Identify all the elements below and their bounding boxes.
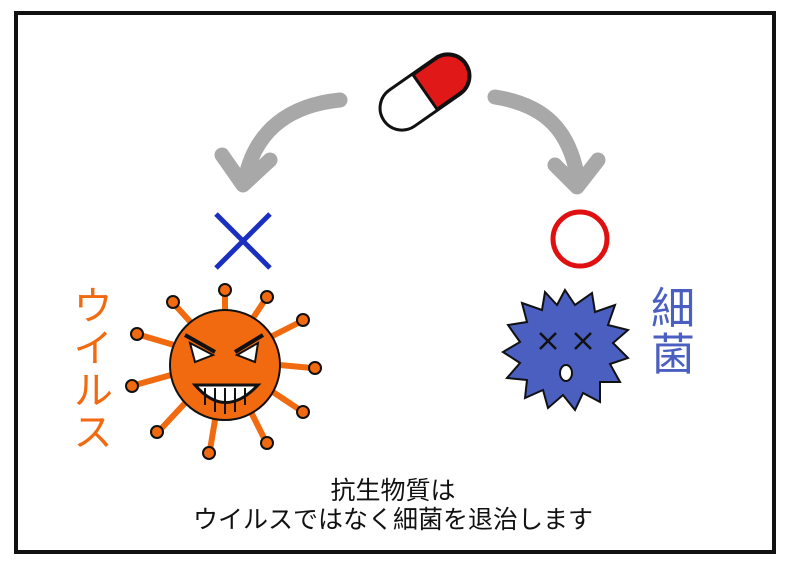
illustration-frame	[14, 11, 776, 554]
bacteria-icon	[501, 288, 631, 412]
virus-icon	[125, 283, 322, 460]
pill-icon	[378, 52, 472, 132]
arrow-to-virus-icon	[214, 92, 348, 193]
cross-mark-icon	[214, 212, 272, 270]
caption-line-1: 抗生物質は	[330, 476, 456, 505]
bacteria-label: 細菌	[643, 285, 694, 377]
circle-mark-icon	[550, 209, 610, 269]
caption-line-2: ウイルスではなく細菌を退治します	[192, 505, 593, 534]
arrow-to-bacteria-icon	[487, 89, 606, 195]
virus-label: ウイルス	[66, 285, 112, 453]
